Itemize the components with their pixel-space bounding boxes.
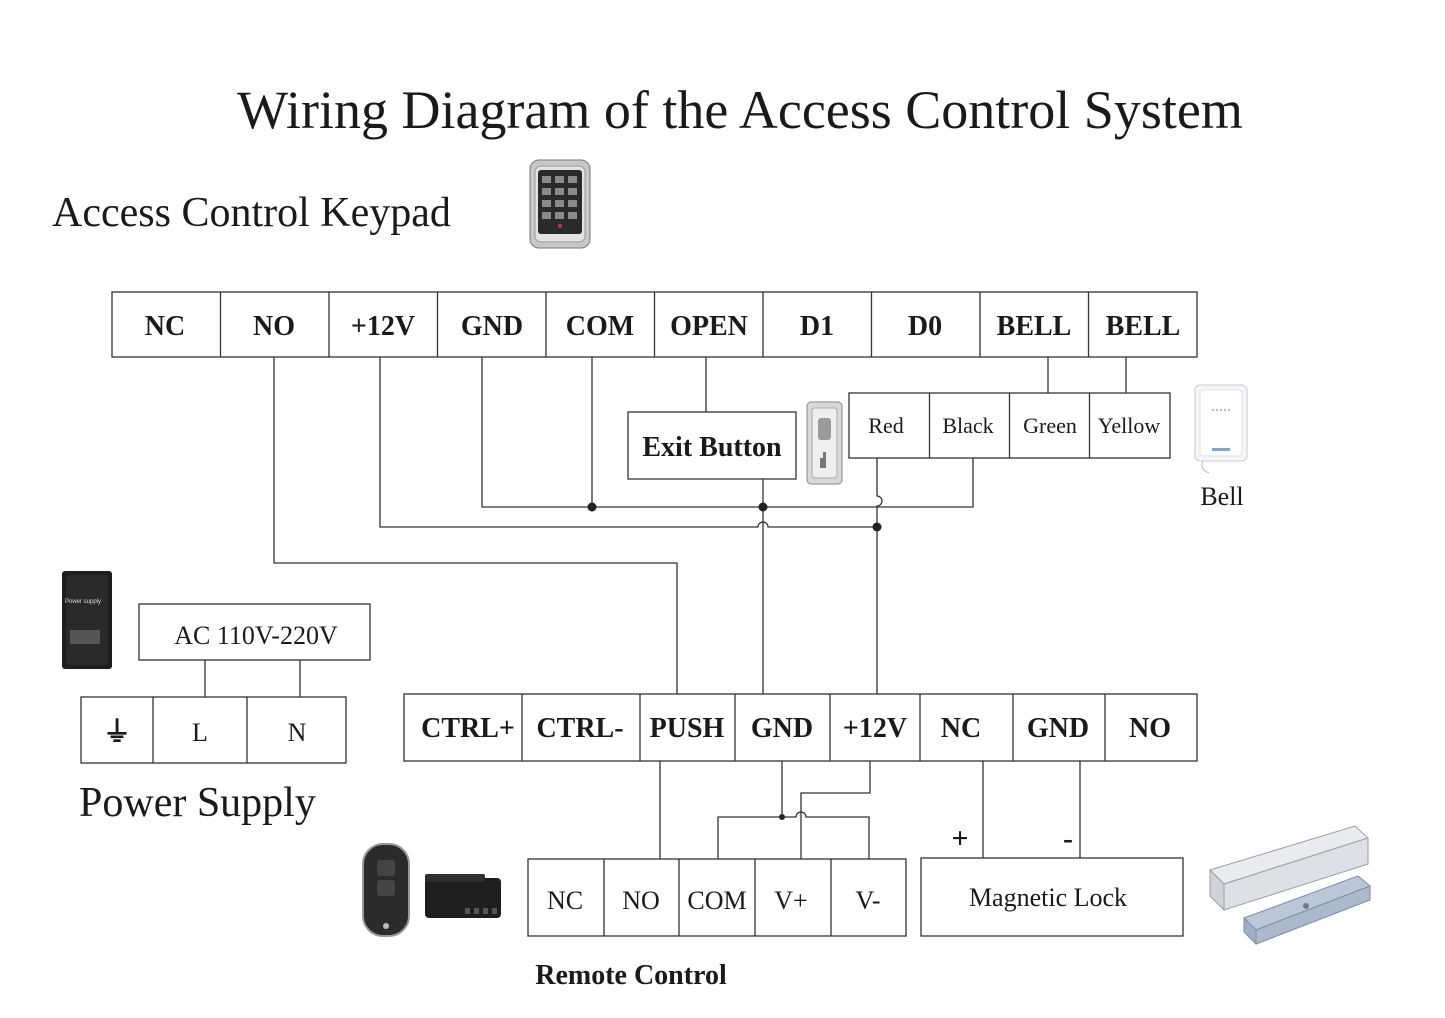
controller-terminal-gnd-2: GND bbox=[1027, 713, 1089, 744]
power-supply-input-label: AC 110V-220V bbox=[174, 621, 338, 650]
keypad-device-icon bbox=[529, 159, 591, 249]
power-supply-terminal-ground: ⏚ bbox=[103, 717, 131, 748]
keypad-terminal-12v: +12V bbox=[351, 311, 415, 342]
bell-wire-box: Red Black Green Yellow bbox=[848, 392, 1171, 459]
keypad-terminal-bell-1: BELL bbox=[997, 311, 1072, 342]
remote-terminal-no: NO bbox=[622, 886, 660, 915]
controller-terminal-nc: NC bbox=[941, 713, 981, 744]
keypad-terminal-d1: D1 bbox=[800, 311, 834, 342]
power-supply-input-box: AC 110V-220V bbox=[138, 603, 371, 661]
keypad-terminal-bell-2: BELL bbox=[1106, 311, 1181, 342]
remote-fob-icon bbox=[362, 843, 410, 937]
remote-terminal-v-plus: V+ bbox=[774, 886, 807, 915]
remote-control-label: Remote Control bbox=[535, 960, 727, 991]
magnetic-lock-plus: + bbox=[951, 822, 968, 855]
remote-control-terminal-strip: NC NO COM V+ V- bbox=[527, 858, 907, 937]
diagram-title: Wiring Diagram of the Access Control Sys… bbox=[237, 80, 1243, 140]
remote-terminal-nc: NC bbox=[547, 886, 583, 915]
magnetic-lock-label: Magnetic Lock bbox=[969, 883, 1127, 912]
magnetic-lock-device-icon bbox=[1209, 825, 1371, 946]
keypad-terminal-d0: D0 bbox=[908, 311, 942, 342]
controller-terminal-strip: CTRL+ CTRL- PUSH GND +12V NC GND NO bbox=[403, 693, 1198, 762]
magnetic-lock-minus: - bbox=[1063, 822, 1073, 855]
bell-label: Bell bbox=[1200, 482, 1243, 511]
exit-button-box: Exit Button bbox=[627, 411, 797, 480]
keypad-terminal-gnd: GND bbox=[461, 311, 523, 342]
power-supply-device-icon: Power supply bbox=[62, 571, 112, 669]
receiver-module-icon bbox=[425, 874, 501, 918]
controller-terminal-ctrl-minus: CTRL- bbox=[536, 713, 623, 744]
exit-button-device-icon bbox=[806, 401, 843, 485]
keypad-terminal-strip: NC NO +12V GND COM OPEN D1 D0 BELL BELL bbox=[111, 291, 1198, 358]
exit-button-label: Exit Button bbox=[642, 432, 782, 463]
power-supply-terminal-n: N bbox=[288, 718, 307, 747]
controller-terminal-gnd: GND bbox=[751, 713, 813, 744]
controller-terminal-ctrl-plus: CTRL+ bbox=[421, 713, 515, 744]
bell-device-icon bbox=[1194, 384, 1248, 474]
bell-wire-yellow: Yellow bbox=[1098, 413, 1161, 438]
power-supply-device-text: Power supply bbox=[65, 599, 101, 605]
bell-wire-green: Green bbox=[1023, 413, 1077, 438]
power-supply-terminal-strip: ⏚ L N bbox=[80, 696, 347, 764]
controller-terminal-push: PUSH bbox=[650, 713, 725, 744]
magnetic-lock-box: Magnetic Lock bbox=[920, 857, 1184, 937]
keypad-terminal-com: COM bbox=[566, 311, 634, 342]
bell-wire-black: Black bbox=[942, 413, 993, 438]
keypad-label: Access Control Keypad bbox=[52, 190, 451, 236]
controller-terminal-12v: +12V bbox=[843, 713, 907, 744]
bell-wire-red: Red bbox=[868, 413, 903, 438]
power-supply-terminal-l: L bbox=[192, 718, 208, 747]
keypad-terminal-no: NO bbox=[253, 311, 295, 342]
remote-terminal-v-minus: V- bbox=[855, 886, 880, 915]
controller-terminal-no: NO bbox=[1129, 713, 1171, 744]
wiring-lines bbox=[273, 357, 1127, 859]
keypad-terminal-nc: NC bbox=[145, 311, 185, 342]
remote-terminal-com: COM bbox=[687, 886, 746, 915]
power-supply-label: Power Supply bbox=[79, 780, 316, 826]
keypad-terminal-open: OPEN bbox=[670, 311, 748, 342]
